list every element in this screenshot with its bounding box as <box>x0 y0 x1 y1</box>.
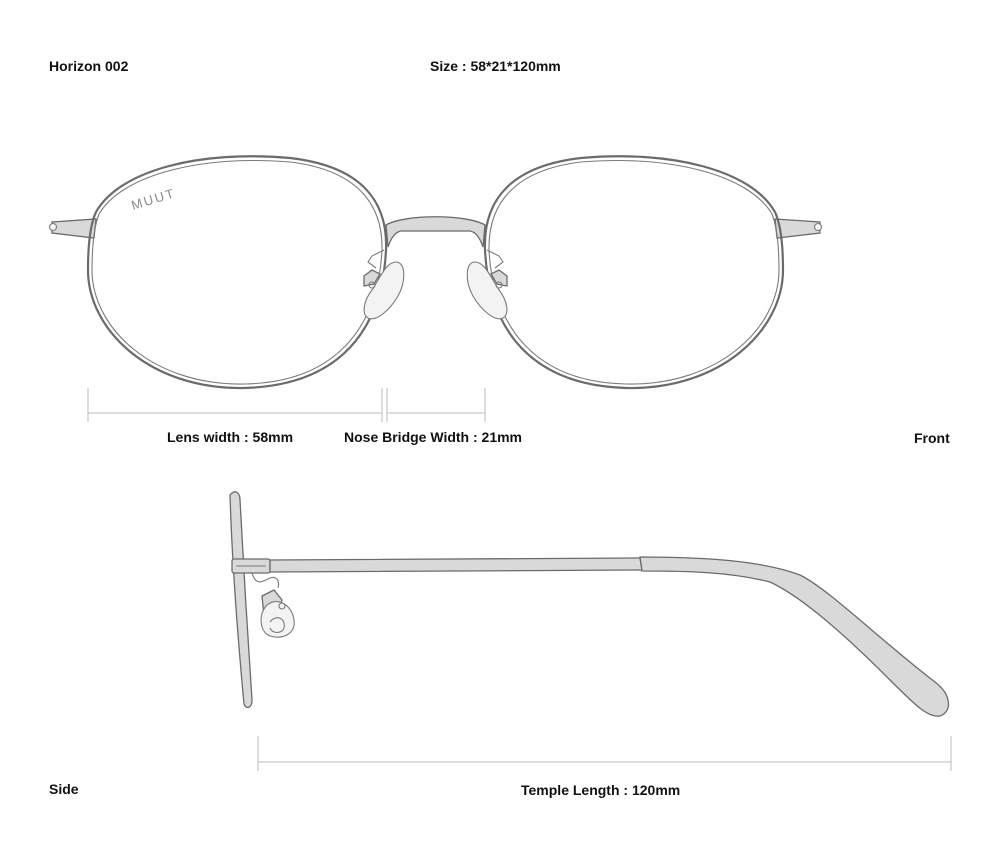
size-spec: Size : 58*21*120mm <box>430 58 561 74</box>
right-rim <box>483 155 785 390</box>
temple-arm <box>269 557 643 573</box>
front-view-label: Front <box>914 430 950 446</box>
left-nose-pad <box>363 249 405 320</box>
lens-width-label: Lens width : 58mm <box>167 429 294 445</box>
temple-tip <box>639 556 950 717</box>
nose-bridge-dimension <box>386 388 486 422</box>
side-nose-pad <box>251 572 295 638</box>
temple-length-label: Temple Length : 120mm <box>521 782 681 798</box>
nose-bridge-width-label: Nose Bridge Width : 21mm <box>344 429 523 445</box>
lens-width-dimension <box>87 388 383 422</box>
front-view-drawing: MUUT <box>48 155 823 422</box>
model-name: Horizon 002 <box>49 58 129 74</box>
right-end-piece <box>774 218 823 239</box>
side-view-drawing <box>229 491 952 771</box>
right-nose-pad <box>466 249 508 320</box>
temple-length-dimension <box>257 736 952 771</box>
side-rim <box>229 491 253 709</box>
side-view-label: Side <box>49 781 79 797</box>
side-hinge <box>231 558 271 574</box>
left-rim <box>86 155 388 390</box>
brand-mark: MUUT <box>129 185 177 213</box>
nose-bridge <box>385 216 486 248</box>
